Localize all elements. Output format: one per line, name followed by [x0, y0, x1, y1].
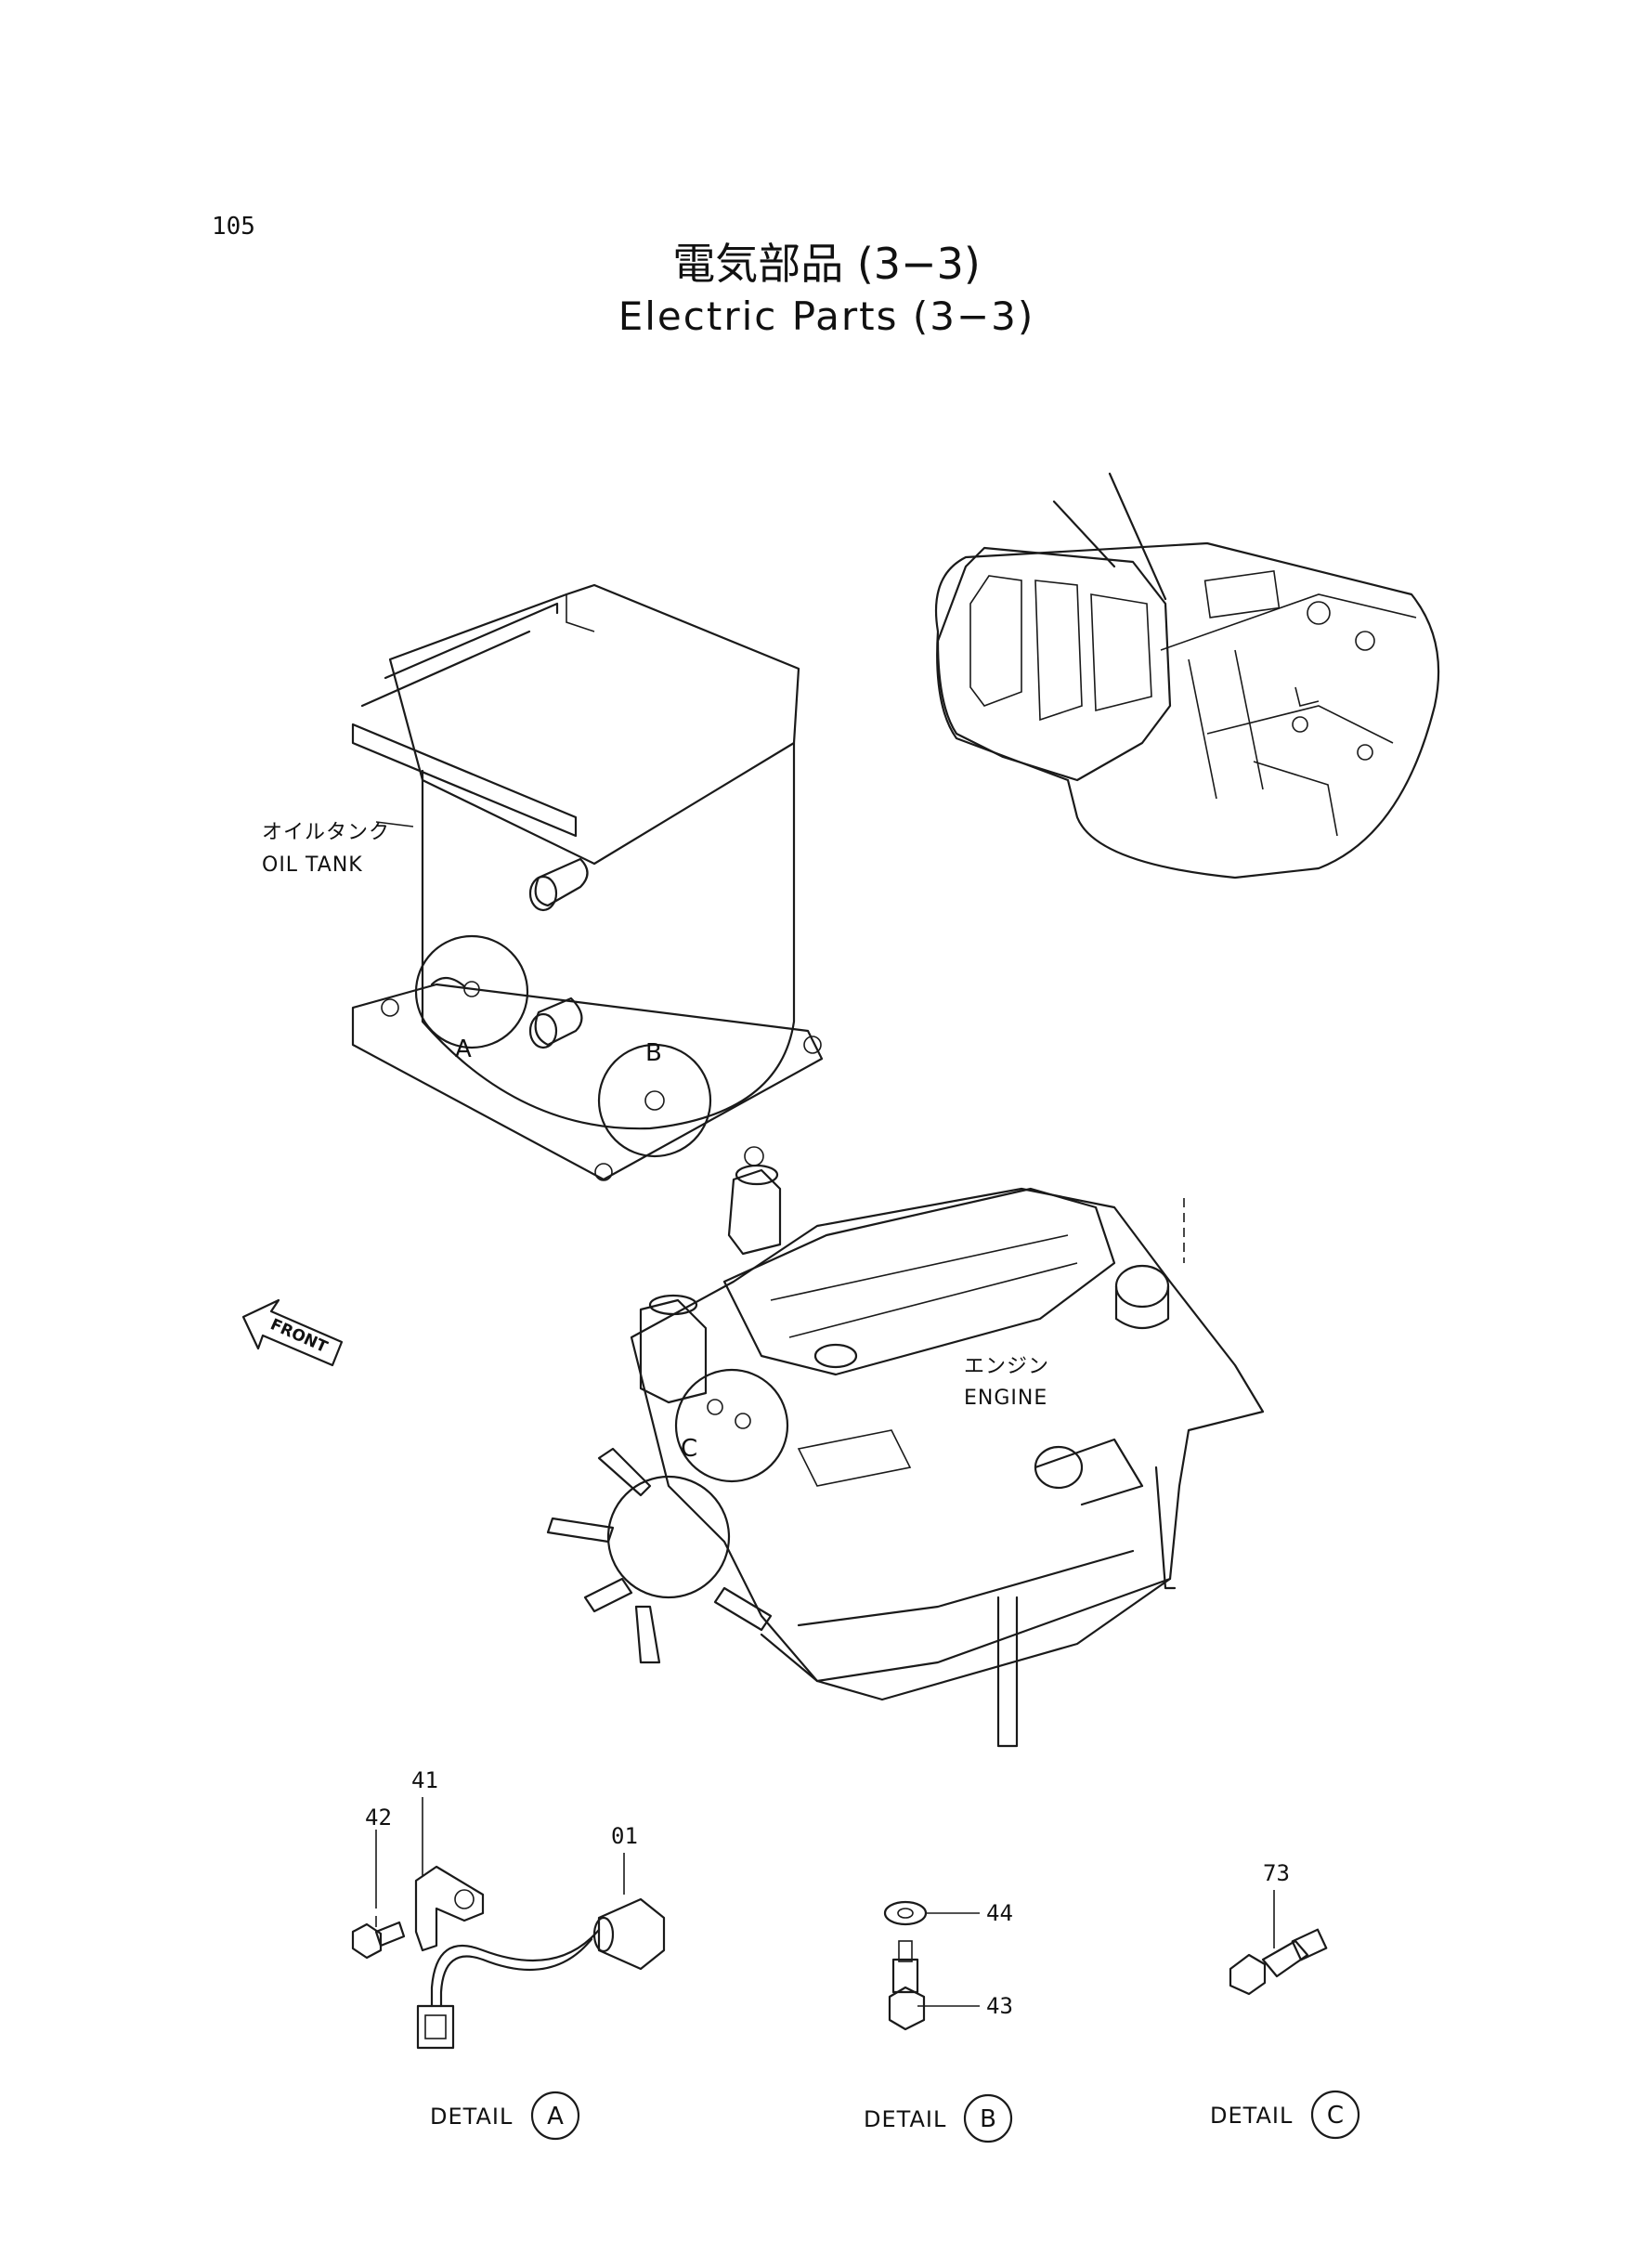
- callout-73: 73: [1263, 1860, 1290, 1886]
- oil-tank-label-jp: オイルタンク: [262, 821, 390, 844]
- detail-a-label: DETAIL: [430, 2104, 513, 2130]
- detail-marker-b: B: [645, 1039, 662, 1067]
- callout-01: 01: [611, 1823, 638, 1849]
- detail-c-caption: DETAIL C: [1210, 2090, 1360, 2140]
- title-english: Electric Parts (3−3): [618, 293, 1035, 339]
- detail-a-letter: A: [547, 2103, 564, 2130]
- detail-marker-a: A: [455, 1036, 472, 1063]
- callout-43: 43: [986, 1993, 1013, 2019]
- detail-c-parts: [1229, 1890, 1328, 1996]
- page-number: 105: [212, 213, 255, 241]
- detail-c-letter: C: [1327, 2102, 1344, 2130]
- oil-tank-label-en: OIL TANK: [262, 853, 363, 877]
- detail-b-letter: B: [980, 2105, 996, 2133]
- engine-label-jp: エンジン: [964, 1355, 1049, 1378]
- detail-c-label: DETAIL: [1210, 2103, 1293, 2129]
- detail-b-parts: [883, 1900, 980, 2031]
- detail-a-caption: DETAIL A: [430, 2091, 580, 2141]
- callout-44: 44: [986, 1900, 1013, 1926]
- detail-b-caption: DETAIL B: [864, 2093, 1013, 2143]
- oil-tank-illustration: [351, 583, 824, 1181]
- callout-41: 41: [411, 1767, 438, 1793]
- excavator-overview-illustration: [934, 472, 1440, 879]
- detail-a-parts: [351, 1797, 666, 2050]
- engine-illustration: [546, 1146, 1265, 1748]
- callout-42: 42: [365, 1804, 392, 1831]
- front-arrow-icon: FRONT: [241, 1298, 344, 1367]
- engine-label-en: ENGINE: [964, 1387, 1047, 1410]
- detail-marker-c: C: [681, 1435, 697, 1463]
- title-japanese: 電気部品 (3−3): [672, 239, 981, 289]
- detail-b-label: DETAIL: [864, 2106, 946, 2132]
